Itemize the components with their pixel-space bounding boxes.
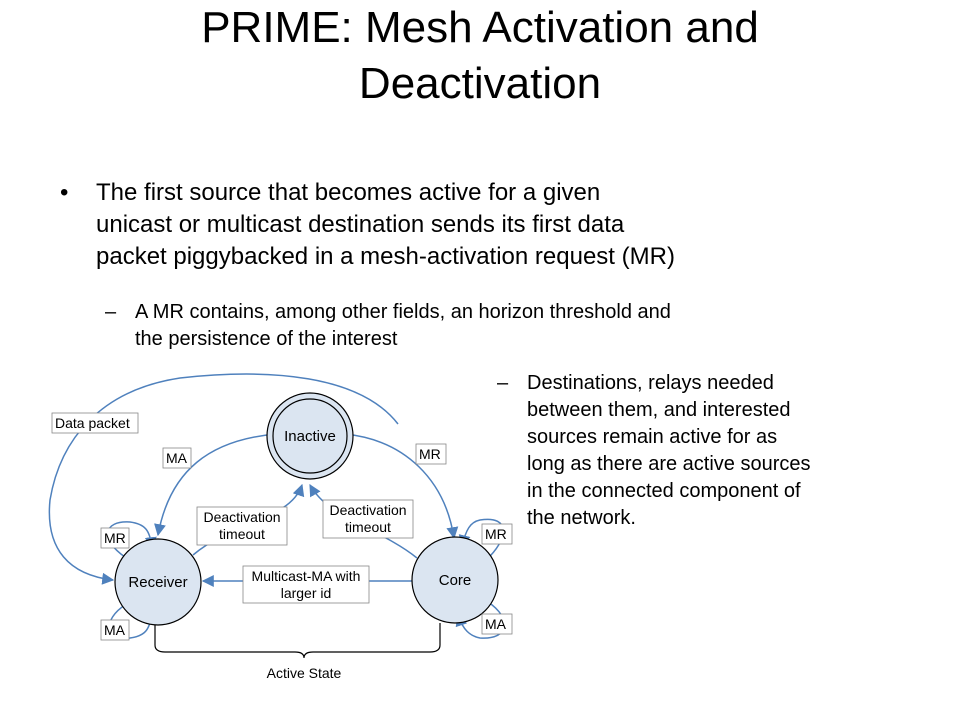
sub-bullet-2-line-6: the network. bbox=[527, 507, 636, 529]
sub-bullet-2-line-3: sources remain active for as bbox=[527, 426, 778, 448]
sub-bullet-2-line-4: long as there are active sources bbox=[527, 453, 811, 475]
label-core-ma: MA bbox=[485, 616, 507, 632]
title-line-2: Deactivation bbox=[358, 59, 602, 108]
node-receiver: Receiver bbox=[114, 538, 202, 626]
active-state-brace bbox=[154, 623, 441, 659]
node-receiver-label: Receiver bbox=[128, 574, 187, 591]
label-active-state: Active State bbox=[267, 665, 342, 681]
sub-bullet-2-line-2: between them, and interested bbox=[527, 399, 791, 421]
edge-receiver-self-ma bbox=[108, 604, 157, 639]
title-line-1: PRIME: Mesh Activation and bbox=[201, 3, 759, 52]
label-deactivation-right-1: Deactivation bbox=[329, 502, 406, 518]
sub-bullet-marker: – bbox=[105, 301, 117, 323]
label-mr-top: MR bbox=[419, 446, 441, 462]
label-ma-top: MA bbox=[166, 450, 188, 466]
bullet-text: The first source that becomes active for… bbox=[96, 177, 896, 273]
label-deactivation-left-1: Deactivation bbox=[203, 509, 280, 525]
sub-bullet-text: Destinations, relays needed between them… bbox=[527, 370, 811, 532]
bullet-line-1: The first source that becomes active for… bbox=[96, 179, 601, 206]
node-inactive-label: Inactive bbox=[284, 428, 336, 445]
label-core-mr: MR bbox=[485, 526, 507, 542]
node-core-label: Core bbox=[439, 572, 472, 589]
sub-bullet-1-line-1: A MR contains, among other fields, an ho… bbox=[135, 301, 671, 323]
sub-bullet-marker: – bbox=[497, 372, 509, 394]
slide-title: PRIME: Mesh Activation and Deactivation bbox=[0, 0, 960, 112]
label-deactivation-right-2: timeout bbox=[345, 519, 391, 535]
label-receiver-mr: MR bbox=[104, 530, 126, 546]
edge-ma-inactive-to-receiver bbox=[154, 433, 277, 537]
label-multicast-ma-1: Multicast-MA with bbox=[252, 568, 361, 584]
sub-bullet-2-line-1: Destinations, relays needed bbox=[527, 372, 774, 394]
node-inactive: Inactive bbox=[266, 392, 354, 480]
bullet-marker: • bbox=[60, 179, 69, 206]
edge-mr-inactive-to-core bbox=[344, 433, 459, 540]
label-receiver-ma: MA bbox=[104, 622, 126, 638]
label-deactivation-left-2: timeout bbox=[219, 526, 265, 542]
edge-data-packet bbox=[48, 373, 399, 585]
node-core: Core bbox=[411, 536, 499, 624]
sub-bullet-text: A MR contains, among other fields, an ho… bbox=[135, 299, 671, 353]
label-data-packet: Data packet bbox=[55, 415, 130, 431]
bullet-line-3: packet piggybacked in a mesh-activation … bbox=[96, 243, 675, 270]
sub-bullet-1-line-2: the persistence of the interest bbox=[135, 328, 398, 350]
label-multicast-ma-2: larger id bbox=[281, 585, 332, 601]
bullet-line-2: unicast or multicast destination sends i… bbox=[96, 211, 625, 238]
sub-bullet-2-line-5: in the connected component of bbox=[527, 480, 801, 502]
